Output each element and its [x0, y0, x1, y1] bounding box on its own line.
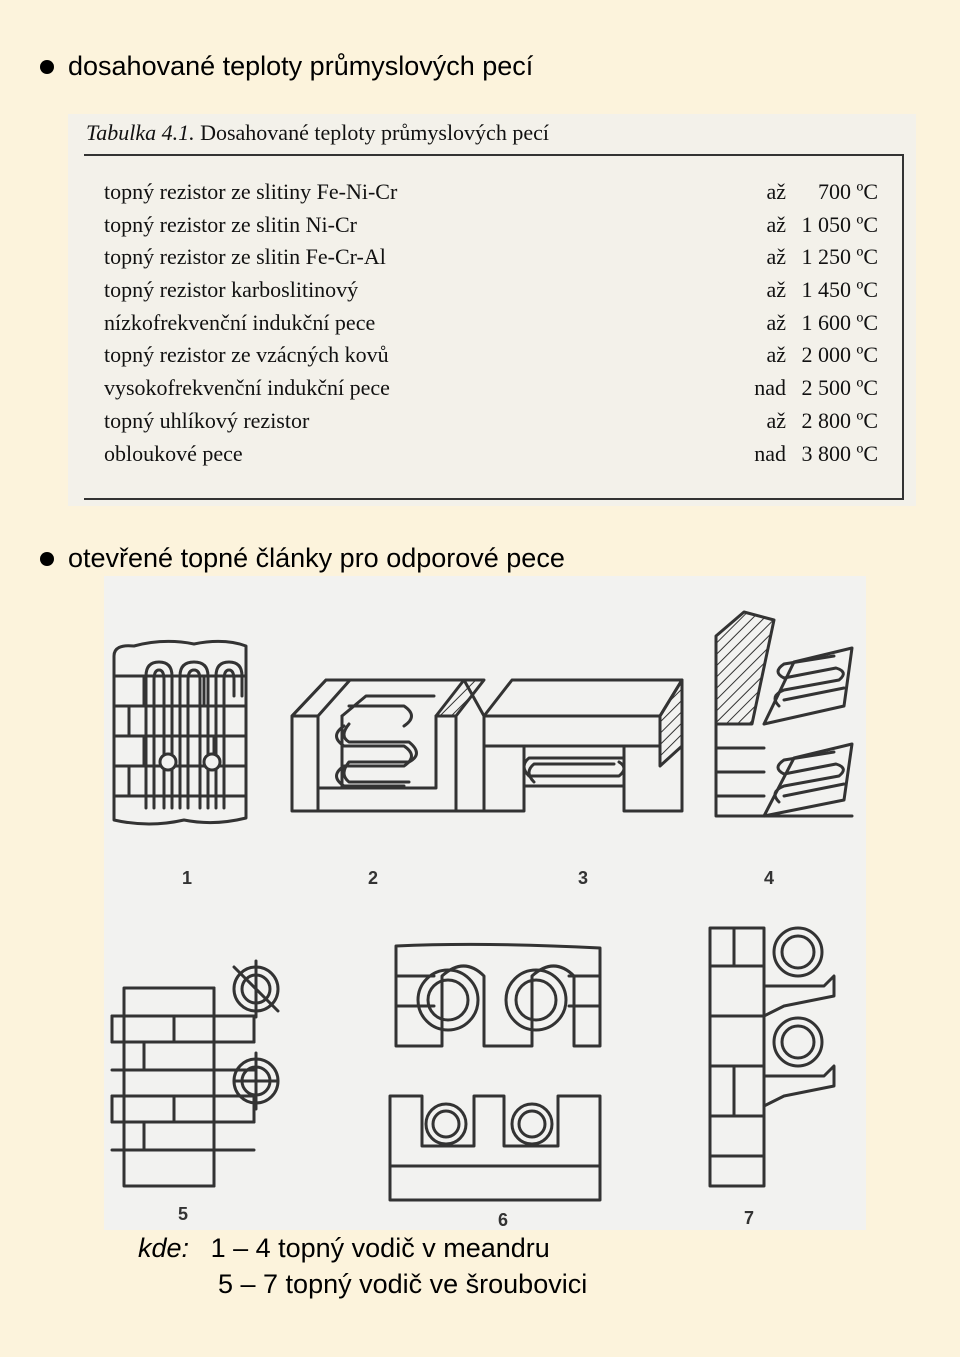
temperature-value: 2 500 ºC [801, 375, 879, 401]
table-caption-text: Dosahované teploty průmyslových pecí [200, 120, 549, 145]
drawing-7-helix-hooks [708, 926, 836, 1188]
table-row: topný uhlíkový rezistor až 2 800 ºC [104, 405, 878, 438]
figure-label-3: 3 [578, 868, 589, 888]
furnace-type: topný rezistor ze slitin Fe-Cr-Al [104, 244, 386, 270]
furnace-type: topný rezistor ze slitiny Fe-Ni-Cr [104, 179, 398, 204]
figure-label-4: 4 [764, 868, 775, 888]
drawing-6-helix-grooves [388, 942, 602, 1202]
temperature-value: 1 450 ºC [801, 277, 879, 303]
drawing-2-meander-groove [290, 678, 486, 813]
temperature: až 2 800 ºC [748, 405, 878, 438]
legend-line-1: 1 – 4 topný vodič v meandru [210, 1233, 550, 1263]
temperature-table: Tabulka 4.1. Dosahované teploty průmyslo… [68, 114, 916, 506]
furnace-type: topný rezistor ze slitin Ni-Cr [104, 211, 357, 237]
temperature: až 1 450 ºC [748, 274, 878, 307]
bullet-dot [40, 60, 54, 74]
temperature-prefix: až [766, 277, 786, 303]
temperature: až 1 250 ºC [748, 241, 878, 274]
drawing-4-meander-shelves [714, 610, 854, 818]
temperature: až 1 050 ºC [748, 209, 878, 242]
table-caption: Tabulka 4.1. Dosahované teploty průmyslo… [86, 120, 549, 146]
legend-kde: kde: [138, 1233, 190, 1263]
furnace-type: topný rezistor ze vzácných kovů [104, 342, 389, 368]
heating-elements-figure: 1 2 3 4 5 6 7 [104, 576, 866, 1230]
figure-label-2: 2 [368, 868, 379, 888]
table-row: nízkofrekvenční indukční pece až 1 600 ºC [104, 307, 878, 340]
furnace-type: nízkofrekvenční indukční pece [104, 309, 376, 335]
furnace-type: topný uhlíkový rezistor [104, 407, 310, 433]
temperature: až 1 600 ºC [748, 307, 878, 340]
temperature: až 2 000 ºC [748, 339, 878, 372]
temperature-prefix: až [766, 244, 786, 270]
table-row: topný rezistor ze slitin Ni-Cr až 1 050 ºC [104, 209, 878, 242]
temperature-value: 2 800 ºC [801, 407, 879, 433]
temperature-prefix: až [766, 179, 786, 204]
furnace-type: vysokofrekvenční indukční pece [104, 375, 390, 401]
temperature-prefix: až [766, 407, 786, 433]
drawing-1-meander-wall [112, 639, 248, 826]
temperature-value: 3 800 ºC [801, 440, 879, 466]
temperature-value: 1 250 ºC [801, 244, 879, 270]
section-heading-heating-elements: otevřené topné články pro odporové pece [68, 543, 565, 573]
temperature-prefix: až [766, 342, 786, 368]
table-row: obloukové pece nad 3 800 ºC [104, 438, 878, 471]
table-row: topný rezistor ze slitin Fe-Cr-Al až 1 250… [104, 241, 878, 274]
temperature-prefix: nad [754, 375, 786, 401]
temperature-prefix: až [766, 211, 786, 237]
legend: kde: 1 – 4 topný vodič v meandru [138, 1232, 550, 1264]
bullet-dot [40, 552, 54, 566]
figure-label-6: 6 [498, 1210, 509, 1230]
temperature: až 700 ºC [748, 176, 878, 209]
figure-label-7: 7 [744, 1208, 755, 1228]
drawing-3-meander-slab [482, 678, 684, 813]
section-heading-temperatures: dosahované teploty průmyslových pecí [68, 51, 534, 81]
table-frame: topný rezistor ze slitiny Fe-Ni-Cr až 700 … [84, 154, 904, 500]
legend-line-2: 5 – 7 topný vodič ve šroubovici [218, 1269, 588, 1299]
drawing-5-helix-wall [110, 959, 280, 1188]
table-row: topný rezistor karboslitinový až 1 450 ºC [104, 274, 878, 307]
table-row: vysokofrekvenční indukční pece nad 2 500 º… [104, 372, 878, 405]
temperature: nad 3 800 ºC [748, 438, 878, 471]
temperature-value: 1 600 ºC [801, 309, 879, 335]
furnace-type: topný rezistor karboslitinový [104, 277, 359, 303]
figure-label-5: 5 [178, 1204, 189, 1224]
temperature-prefix: nad [754, 440, 786, 466]
temperature-value: 700 ºC [818, 179, 878, 204]
furnace-type: obloukové pece [104, 440, 243, 466]
temperature-value: 1 050 ºC [801, 211, 879, 237]
table-caption-number: Tabulka 4.1. [86, 120, 195, 145]
temperature-prefix: až [766, 309, 786, 335]
table-row: topný rezistor ze vzácných kovů až 2 000 º… [104, 339, 878, 372]
table-rows: topný rezistor ze slitiny Fe-Ni-Cr až 700 … [104, 176, 878, 470]
temperature: nad 2 500 ºC [748, 372, 878, 405]
temperature-value: 2 000 ºC [801, 342, 879, 368]
table-row: topný rezistor ze slitiny Fe-Ni-Cr až 700 … [104, 176, 878, 209]
figure-label-1: 1 [182, 868, 193, 888]
